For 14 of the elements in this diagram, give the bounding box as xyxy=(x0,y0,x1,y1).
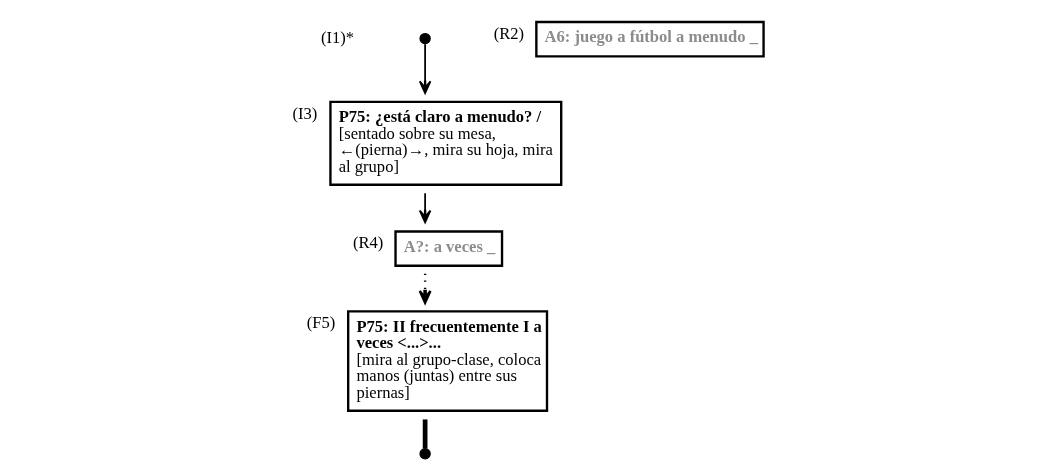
node-box: A?: a veces _ xyxy=(394,230,504,267)
node-label: (F5) xyxy=(306,313,336,333)
node-label: (R2) xyxy=(493,23,525,43)
arrow xyxy=(418,192,432,224)
node-label: (R4) xyxy=(352,233,384,253)
arrow xyxy=(418,43,432,95)
label: (I1)* xyxy=(320,27,355,47)
node-label: (I3) xyxy=(292,103,318,123)
node-circle xyxy=(419,448,431,460)
node-box: A6: juego a fútbol a menudo _ xyxy=(535,20,765,58)
connector xyxy=(422,419,428,449)
node-box: P75: II frecuentemente I a veces <...>... [mira al grupo-clase, coloca manos (juntas) entre sus piernas] xyxy=(347,310,549,412)
node-circle xyxy=(419,32,431,45)
node-box: P75: ¿está claro a menudo? / [sentado sobre su mesa, ←(pierna)→, mira su hoja, mira al grupo] xyxy=(329,100,563,186)
